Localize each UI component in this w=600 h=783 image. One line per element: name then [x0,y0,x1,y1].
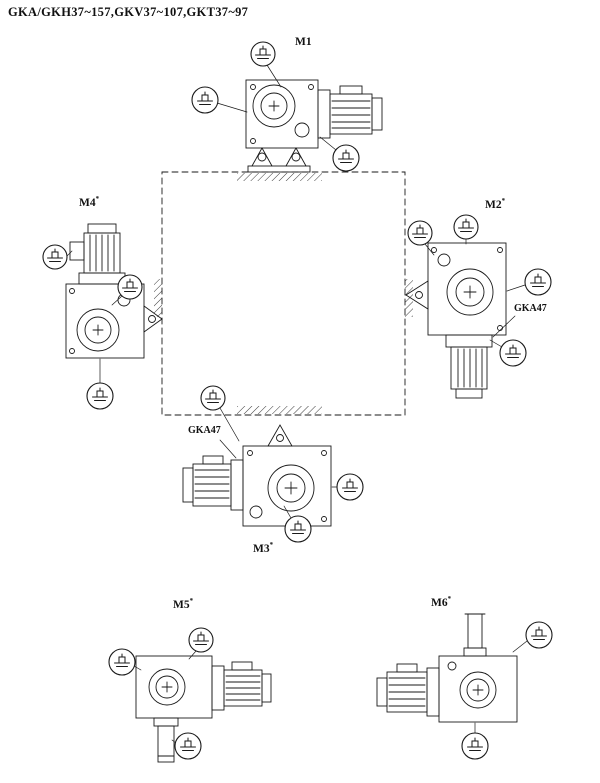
oil-plug-callout [489,339,527,367]
m2-text: M2 [485,199,502,211]
mount-position-label-m2: M2* [485,197,506,211]
m6-text: M6 [431,597,448,609]
gka47-label-bottom: GKA47 [188,425,221,436]
m5-marker: * [189,597,194,606]
hatch-surface-top [237,173,322,181]
gearmotor-m5-drawing [135,655,272,763]
mount-position-label-m3: M3* [253,541,274,555]
oil-plug-callout [331,473,364,501]
oil-plug-callout [453,214,479,245]
oil-plug-callout [200,385,240,442]
gearmotor-m2-drawing [405,242,507,399]
m1-text: M1 [295,36,312,48]
oil-plug-callout [283,505,312,543]
hatch-surface-right [405,279,413,317]
oil-plug-callout [250,41,282,88]
oil-plug-callout [42,244,73,270]
oil-plug-callout [111,274,143,306]
mount-position-label-m5: M5* [173,597,194,611]
mount-position-label-m1: M1 [295,36,312,48]
oil-plug-callout [188,627,214,660]
m3-text: M3 [253,543,270,555]
oil-plug-callout [191,86,248,114]
m4-text: M4 [79,197,96,209]
gearmotor-m4-drawing [65,223,163,359]
page-title: GKA/GKH37~157,GKV37~107,GKT37~97 [8,5,249,19]
gearmotor-m1-drawing [245,79,383,173]
gearmotor-m6-drawing [376,613,518,723]
oil-plug-callout [512,621,553,653]
m5-text: M5 [173,599,190,611]
m2-marker: * [501,197,506,206]
m3-marker: * [269,541,274,550]
mounting-reference-square [154,171,413,416]
gearmotor-m3-drawing [182,424,332,527]
oil-plug-callout [407,220,435,256]
mount-position-label-m6: M6* [431,595,452,609]
oil-plug-callout [86,358,114,410]
m4-marker: * [95,195,100,204]
m6-marker: * [447,595,452,604]
gka47-right-leader [492,315,516,338]
oil-plug-callout [108,648,142,676]
oil-plug-callout [171,732,202,760]
gka47-bottom-leader [219,439,237,459]
hatch-surface-left [154,279,162,317]
oil-plug-callout [461,722,489,760]
hatch-surface-bottom [237,406,322,414]
oil-plug-callout [319,136,360,172]
gka47-label-right: GKA47 [514,303,547,314]
oil-plug-callout [506,268,552,296]
mount-position-label-m4: M4* [79,195,100,209]
